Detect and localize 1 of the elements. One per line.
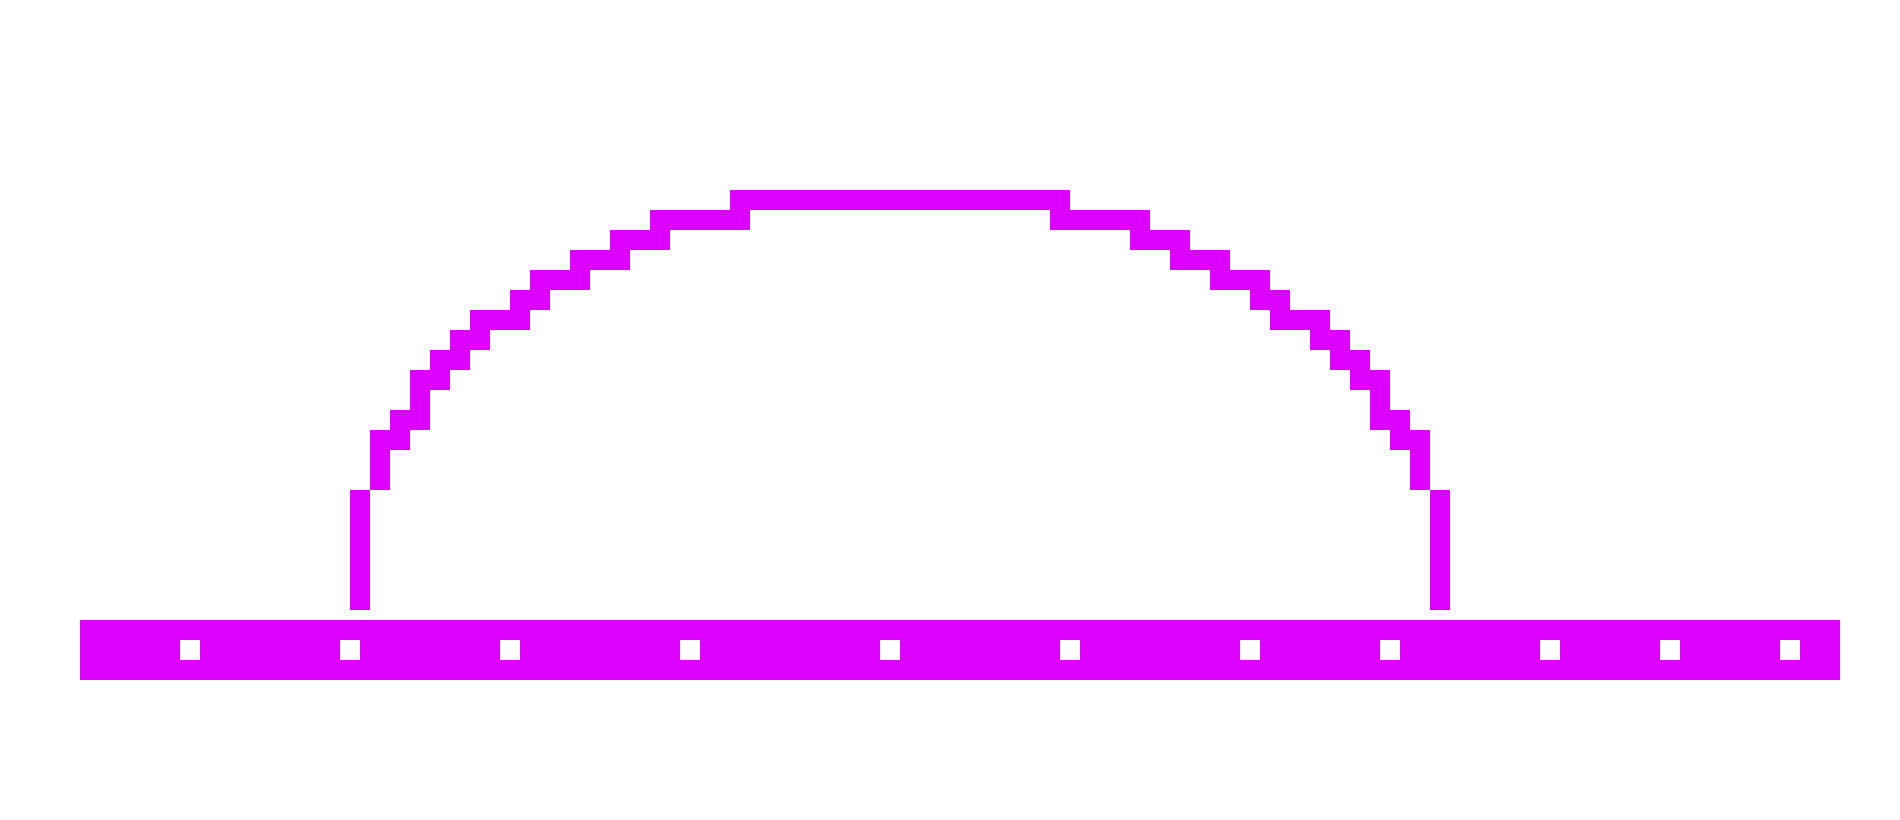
track-bar [80,620,1840,680]
